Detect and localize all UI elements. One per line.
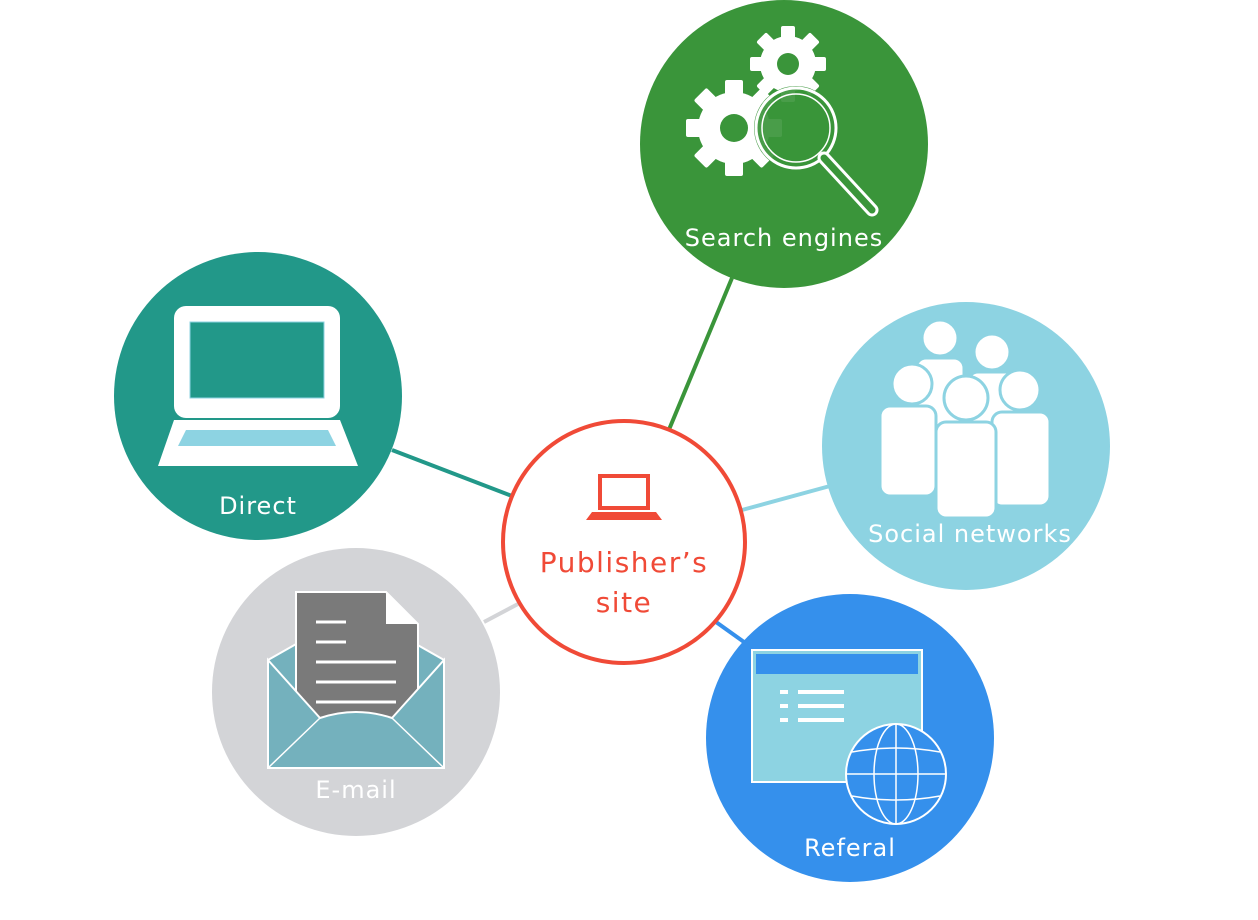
- direct-label: Direct: [219, 492, 297, 520]
- connector-search: [666, 277, 734, 433]
- connector-social: [741, 484, 831, 512]
- search-engines-node: Search engines: [640, 0, 928, 288]
- publishers-site-circle: [501, 419, 747, 665]
- gears-magnifier-icon: [686, 26, 879, 217]
- referal-label: Referal: [804, 834, 896, 862]
- connector-direct: [391, 448, 513, 498]
- search-engines-label: Search engines: [685, 224, 883, 252]
- publishers-site-label-line1: Publisher’s: [540, 546, 709, 579]
- browser-globe-icon: [751, 649, 947, 825]
- publishers-site-label-line2: site: [596, 586, 653, 619]
- social-networks-label: Social networks: [868, 520, 1072, 548]
- laptop-icon: [158, 306, 358, 466]
- laptop-icon: [586, 474, 662, 520]
- direct-node: Direct: [114, 252, 402, 540]
- connector-email: [483, 602, 519, 624]
- envelope-letter-icon: [267, 591, 445, 769]
- people-group-icon: [878, 318, 1052, 520]
- referal-node: Referal: [706, 594, 994, 882]
- publishers-site-node: Publisher’s site: [501, 419, 747, 665]
- email-label: E-mail: [315, 776, 396, 804]
- social-networks-node: Social networks: [822, 302, 1110, 590]
- connector-referal: [714, 620, 746, 644]
- connectors: [391, 277, 831, 644]
- email-node: E-mail: [212, 548, 500, 836]
